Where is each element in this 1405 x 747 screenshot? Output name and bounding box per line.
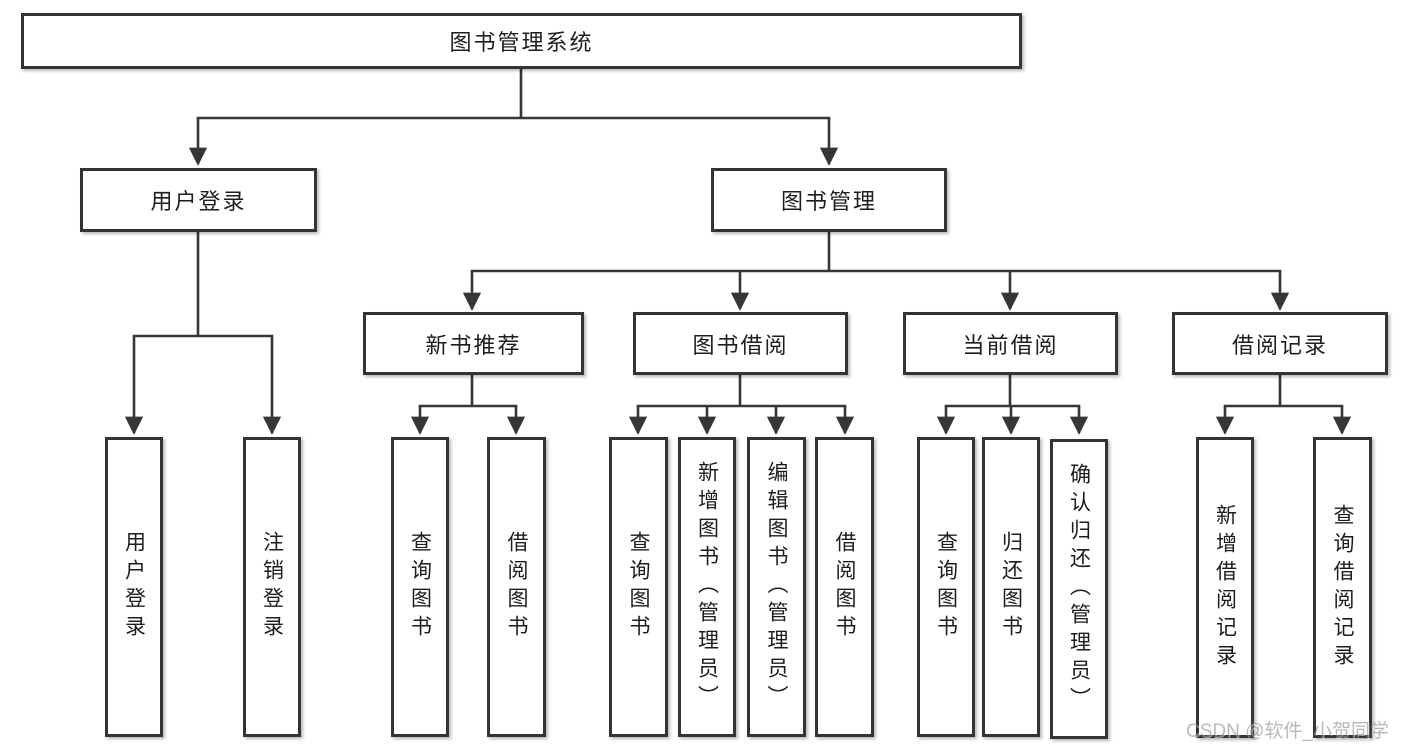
leaf-current-query-books: 查询图书 <box>917 437 975 737</box>
node-current-borrowing: 当前借阅 <box>903 312 1118 375</box>
user-login-tee <box>132 230 274 338</box>
new-book-tee <box>418 373 518 408</box>
watermark: CSDN @软件_小贺同学 <box>1186 721 1389 742</box>
leaf-label: 借阅图书 <box>833 531 856 643</box>
leaf-label: 用户登录 <box>122 531 146 643</box>
leaf-label: 借阅图书 <box>505 531 528 643</box>
leaf-current-return-books: 归还图书 <box>982 437 1040 737</box>
node-label: 图书管理 <box>780 189 877 214</box>
node-book-management: 图书管理 <box>711 168 947 232</box>
node-user-login: 用户登录 <box>80 168 317 232</box>
leaf-borrowing-edit-books-admin: 编辑图书（管理员） <box>747 437 806 737</box>
leaf-label: 编辑图书（管理员） <box>765 461 788 713</box>
node-library-management-system: 图书管理系统 <box>21 13 1022 69</box>
leaf-label: 查询图书 <box>408 531 432 643</box>
leaf-label: 注销登录 <box>260 531 284 643</box>
leaf-user-login: 用户登录 <box>105 437 163 737</box>
node-label: 当前借阅 <box>962 332 1059 358</box>
node-label: 图书管理系统 <box>449 30 594 55</box>
borrowing-records-tee <box>1223 373 1344 408</box>
leaf-records-add-record: 新增借阅记录 <box>1196 437 1254 738</box>
leaf-logout: 注销登录 <box>243 437 301 737</box>
node-book-borrowing: 图书借阅 <box>633 312 848 375</box>
leaf-current-confirm-return-admin: 确认归还（管理员） <box>1050 439 1108 739</box>
leaf-borrowing-add-books-admin: 新增图书（管理员） <box>678 437 736 737</box>
current-borrowing-tee <box>944 373 1081 408</box>
node-label: 图书借阅 <box>692 332 789 358</box>
leaf-label: 查询借阅记录 <box>1331 503 1354 672</box>
leaf-records-query-record: 查询借阅记录 <box>1313 437 1372 738</box>
book-borrowing-tee <box>636 373 847 408</box>
root-tee <box>196 67 831 120</box>
leaf-label: 查询图书 <box>934 531 958 643</box>
leaf-recommend-query-books: 查询图书 <box>391 437 449 737</box>
node-borrowing-records: 借阅记录 <box>1172 312 1388 375</box>
leaf-recommend-borrow-books: 借阅图书 <box>487 437 546 737</box>
leaf-label: 查询图书 <box>627 531 650 643</box>
leaf-label: 归还图书 <box>999 531 1023 643</box>
leaf-label: 新增图书（管理员） <box>695 461 719 713</box>
node-label: 新书推荐 <box>425 332 522 358</box>
leaf-borrowing-borrow-books: 借阅图书 <box>815 437 874 737</box>
leaf-label: 新增借阅记录 <box>1213 503 1237 672</box>
leaf-borrowing-query-books: 查询图书 <box>609 437 668 737</box>
node-new-book-recommendation: 新书推荐 <box>363 312 584 375</box>
book-management-tee <box>470 230 1282 273</box>
node-label: 借阅记录 <box>1231 332 1328 358</box>
leaf-label: 确认归还（管理员） <box>1067 463 1091 715</box>
node-label: 用户登录 <box>150 189 247 214</box>
